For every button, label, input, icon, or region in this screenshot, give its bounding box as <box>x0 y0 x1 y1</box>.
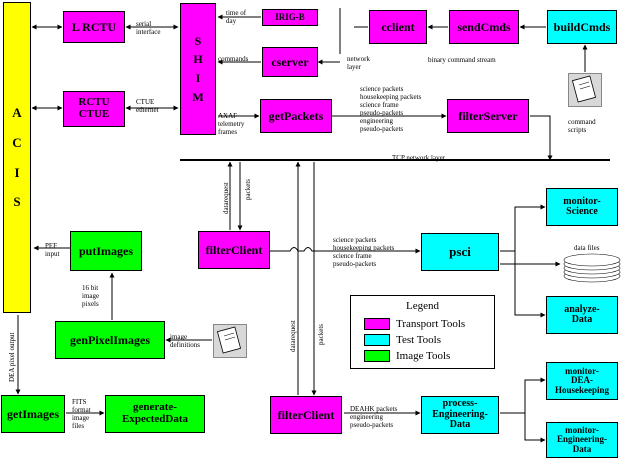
cserver-box: cserver <box>262 47 318 77</box>
legend-label-transport: Transport Tools <box>396 318 466 330</box>
axaf-frames-label: AXAF telemetry frames <box>218 112 245 136</box>
time-of-day-label: time of day <box>226 9 247 25</box>
command-scripts-icon <box>568 73 602 107</box>
image-definitions-label: image definitions <box>170 333 200 349</box>
legend-item-image: Image Tools <box>364 350 450 362</box>
serial-interface-label: serial interface <box>136 20 161 36</box>
psci-box: psci <box>421 233 499 271</box>
process-engineering-data-box: process- Engineering- Data <box>421 396 499 434</box>
datarequest-bottom-label: datarequest <box>289 320 297 352</box>
buildcmds-box: buildCmds <box>547 10 617 44</box>
shim-block: S H I M <box>180 3 216 135</box>
legend-title: Legend <box>406 300 439 312</box>
analyze-data-box: analyze- Data <box>546 296 618 334</box>
packets-bottom-label: packets <box>317 324 325 345</box>
script-doc-icon <box>216 326 242 354</box>
cclient-box: cclient <box>369 10 427 44</box>
dea-pixel-output-label: DEA pixel output <box>8 332 16 382</box>
data-files-label: data files <box>574 244 600 252</box>
pef-input-label: PEF input <box>45 242 60 258</box>
legend-label-test: Test Tools <box>396 334 442 346</box>
lrctu-box: L RCTU <box>63 11 125 43</box>
legend: Legend Transport Tools Test Tools Image … <box>350 295 495 369</box>
ctue-ethernet-label: CTUE ethernet <box>136 98 159 114</box>
legend-swatch-image <box>364 350 390 362</box>
legend-label-image: Image Tools <box>396 350 451 362</box>
filterclient-bottom-box: filterClient <box>270 396 342 434</box>
filterclient-top-box: filterClient <box>198 231 270 269</box>
packets-list-psci-label: science packets housekeeping packets sci… <box>333 236 395 268</box>
legend-swatch-test <box>364 334 390 346</box>
script-doc-icon <box>571 75 597 103</box>
irig-b-box: IRIG-B <box>262 9 318 26</box>
command-scripts-label: command scripts <box>568 118 596 134</box>
rctu-ctue-box: RCTU CTUE <box>63 91 125 127</box>
monitor-dea-housekeeping-box: monitor- DEA- Housekeeping <box>546 362 618 400</box>
legend-item-test: Test Tools <box>364 334 441 346</box>
data-files-icon <box>563 253 621 283</box>
getpackets-box: getPackets <box>260 99 332 133</box>
putimages-box: putImages <box>70 231 142 271</box>
genpixelimages-box: genPixelImages <box>55 321 165 359</box>
sendcmds-box: sendCmds <box>449 10 519 44</box>
binary-command-stream-label: binary command stream <box>428 56 496 64</box>
image-pixels-label: 16 bit image pixels <box>82 284 100 308</box>
legend-item-transport: Transport Tools <box>364 318 465 330</box>
packets-top-label: packets <box>244 179 252 200</box>
monitor-science-box: monitor- Science <box>546 188 618 226</box>
legend-swatch-transport <box>364 318 390 330</box>
network-layer-label: network layer <box>347 55 370 71</box>
filterserver-box: filterServer <box>447 99 529 133</box>
packets-list-top-label: science packets housekeeping packets sci… <box>360 85 422 133</box>
image-definitions-icon <box>213 324 247 358</box>
commands-label: commands <box>218 55 249 63</box>
fits-files-label: FITS format image files <box>72 398 91 430</box>
monitor-engineering-data-box: monitor- Engineering- Data <box>546 422 618 458</box>
generate-expected-data-box: generate- ExpectedData <box>105 395 205 433</box>
datarequest-top-label: datarequest <box>222 182 230 214</box>
acis-block: A C I S <box>3 2 31 313</box>
tcp-network-layer-label: TCP network layer <box>392 154 446 162</box>
deahk-packets-label: DEAHK packets engineering pseudo-packets <box>350 405 398 429</box>
getimages-box: getImages <box>1 395 65 433</box>
